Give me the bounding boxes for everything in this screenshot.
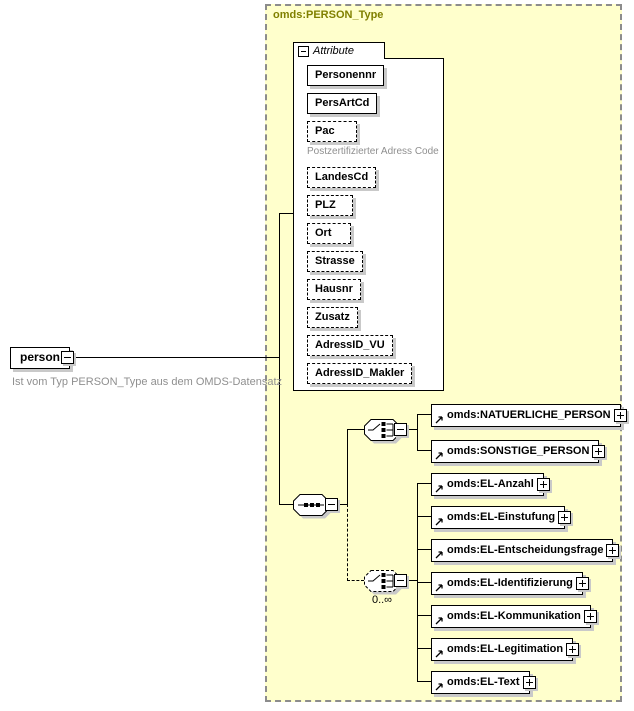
connector-line <box>408 429 418 430</box>
expand-button[interactable] <box>583 609 597 623</box>
connector-line <box>417 516 431 517</box>
connector-line <box>417 615 431 616</box>
expand-button[interactable] <box>613 408 627 422</box>
attribute-zusatz[interactable]: Zusatz <box>307 307 358 328</box>
element-label: omds:EL-Legitimation <box>447 643 564 655</box>
element-label: omds:EL-Text <box>447 676 520 688</box>
attributes-tab-label: Attribute <box>313 45 354 57</box>
element-el-kommunikation[interactable]: omds:EL-Kommunikation <box>431 605 597 628</box>
connector-line <box>417 483 431 484</box>
expand-button[interactable] <box>592 444 606 458</box>
reference-arrow-icon <box>435 683 443 691</box>
attribute-persartcd[interactable]: PersArtCd <box>307 93 378 114</box>
reference-arrow-icon <box>435 416 443 424</box>
attribute-pac[interactable]: Pac <box>307 121 357 142</box>
element-label: omds:EL-Kommunikation <box>447 610 581 622</box>
connector-line <box>347 429 348 505</box>
collapse-button[interactable] <box>61 351 74 364</box>
collapse-button[interactable] <box>394 574 407 587</box>
connector-line <box>73 357 279 358</box>
element-label: omds:EL-Anzahl <box>447 478 534 490</box>
attribute-strasse[interactable]: Strasse <box>307 251 363 272</box>
connector-line <box>417 414 418 451</box>
connector-line <box>347 429 364 430</box>
connector-line <box>338 504 348 505</box>
connector-line-optional <box>347 580 364 581</box>
connector-line-optional <box>347 504 348 581</box>
connector-line <box>279 504 294 505</box>
element-el-text[interactable]: omds:EL-Text <box>431 671 536 694</box>
sequence-connector[interactable] <box>293 494 333 520</box>
connector-line <box>417 414 431 415</box>
connector-line <box>279 213 294 214</box>
reference-arrow-icon <box>435 617 443 625</box>
attribute-label: Strasse <box>315 255 355 267</box>
attribute-label: Hausnr <box>315 283 353 295</box>
attribute-hausnr[interactable]: Hausnr <box>307 279 361 300</box>
attribute-label: LandesCd <box>315 171 369 183</box>
expand-button[interactable] <box>558 510 572 524</box>
element-label: omds:EL-Einstufung <box>447 511 556 523</box>
attribute-label: PersArtCd <box>315 97 370 109</box>
expand-button[interactable] <box>606 543 620 557</box>
connector-line <box>417 582 431 583</box>
optional-choice-connector[interactable] <box>364 570 404 596</box>
element-el-identifizierung[interactable]: omds:EL-Identifizierung <box>431 572 589 595</box>
attribute-personennr[interactable]: Personennr <box>307 65 385 86</box>
attribute-label: Personennr <box>315 69 377 81</box>
reference-arrow-icon <box>435 518 443 526</box>
element-label: omds:EL-Identifizierung <box>447 577 573 589</box>
collapse-button[interactable] <box>394 423 407 436</box>
root-element-person[interactable]: person <box>10 347 71 369</box>
attribute-label: Pac <box>315 125 335 137</box>
connector-line <box>417 450 431 451</box>
connector-line <box>417 549 431 550</box>
attribute-adressid-vu[interactable]: AdressID_VU <box>307 335 393 356</box>
element-label: omds:EL-Entscheidungsfrage <box>447 544 604 556</box>
attribute-label: Zusatz <box>315 311 350 323</box>
connector-line <box>417 681 431 682</box>
connector-line <box>417 648 431 649</box>
expand-button[interactable] <box>536 477 550 491</box>
choice-connector[interactable] <box>364 419 404 445</box>
reference-arrow-icon <box>435 584 443 592</box>
choice-icon <box>368 422 394 438</box>
attribute-label: AdressID_Makler <box>315 367 405 379</box>
attribute-plz[interactable]: PLZ <box>307 195 353 216</box>
attribute-label: AdressID_VU <box>315 339 385 351</box>
attribute-label: PLZ <box>315 199 336 211</box>
attribute-adressid-makler[interactable]: AdressID_Makler <box>307 363 413 384</box>
element-label: omds:SONSTIGE_PERSON <box>447 445 590 457</box>
connector-line <box>408 580 418 581</box>
reference-arrow-icon <box>435 485 443 493</box>
element-natuerliche-person[interactable]: omds:NATUERLICHE_PERSON <box>431 404 627 427</box>
root-annotation: Ist vom Typ PERSON_Type aus dem OMDS-Dat… <box>12 376 283 388</box>
complex-type-label: omds:PERSON_Type <box>273 9 384 21</box>
attribute-label: Ort <box>315 227 332 239</box>
element-sonstige-person[interactable]: omds:SONSTIGE_PERSON <box>431 440 606 463</box>
element-label: omds:NATUERLICHE_PERSON <box>447 409 611 421</box>
element-el-anzahl[interactable]: omds:EL-Anzahl <box>431 473 550 496</box>
expand-button[interactable] <box>522 675 536 689</box>
attribute-ort[interactable]: Ort <box>307 223 351 244</box>
element-el-einstufung[interactable]: omds:EL-Einstufung <box>431 506 572 529</box>
element-el-legitimation[interactable]: omds:EL-Legitimation <box>431 638 580 661</box>
occurrence-label: 0..∞ <box>371 594 393 606</box>
attributes-tab[interactable]: Attribute <box>293 42 385 59</box>
reference-arrow-icon <box>435 650 443 658</box>
expand-button[interactable] <box>575 576 589 590</box>
reference-arrow-icon <box>435 452 443 460</box>
choice-icon <box>368 573 394 589</box>
expand-button[interactable] <box>566 642 580 656</box>
reference-arrow-icon <box>435 551 443 559</box>
attribute-pac-annotation: Postzertifizierter Adress Code <box>307 146 439 157</box>
collapse-attributes-icon[interactable] <box>298 45 309 57</box>
element-el-entscheidungsfrage[interactable]: omds:EL-Entscheidungsfrage <box>431 539 620 562</box>
attribute-landescd[interactable]: LandesCd <box>307 167 377 188</box>
sequence-icon <box>298 503 324 507</box>
connector-line <box>279 213 280 505</box>
root-element-label: person <box>20 350 61 364</box>
collapse-button[interactable] <box>325 498 338 511</box>
